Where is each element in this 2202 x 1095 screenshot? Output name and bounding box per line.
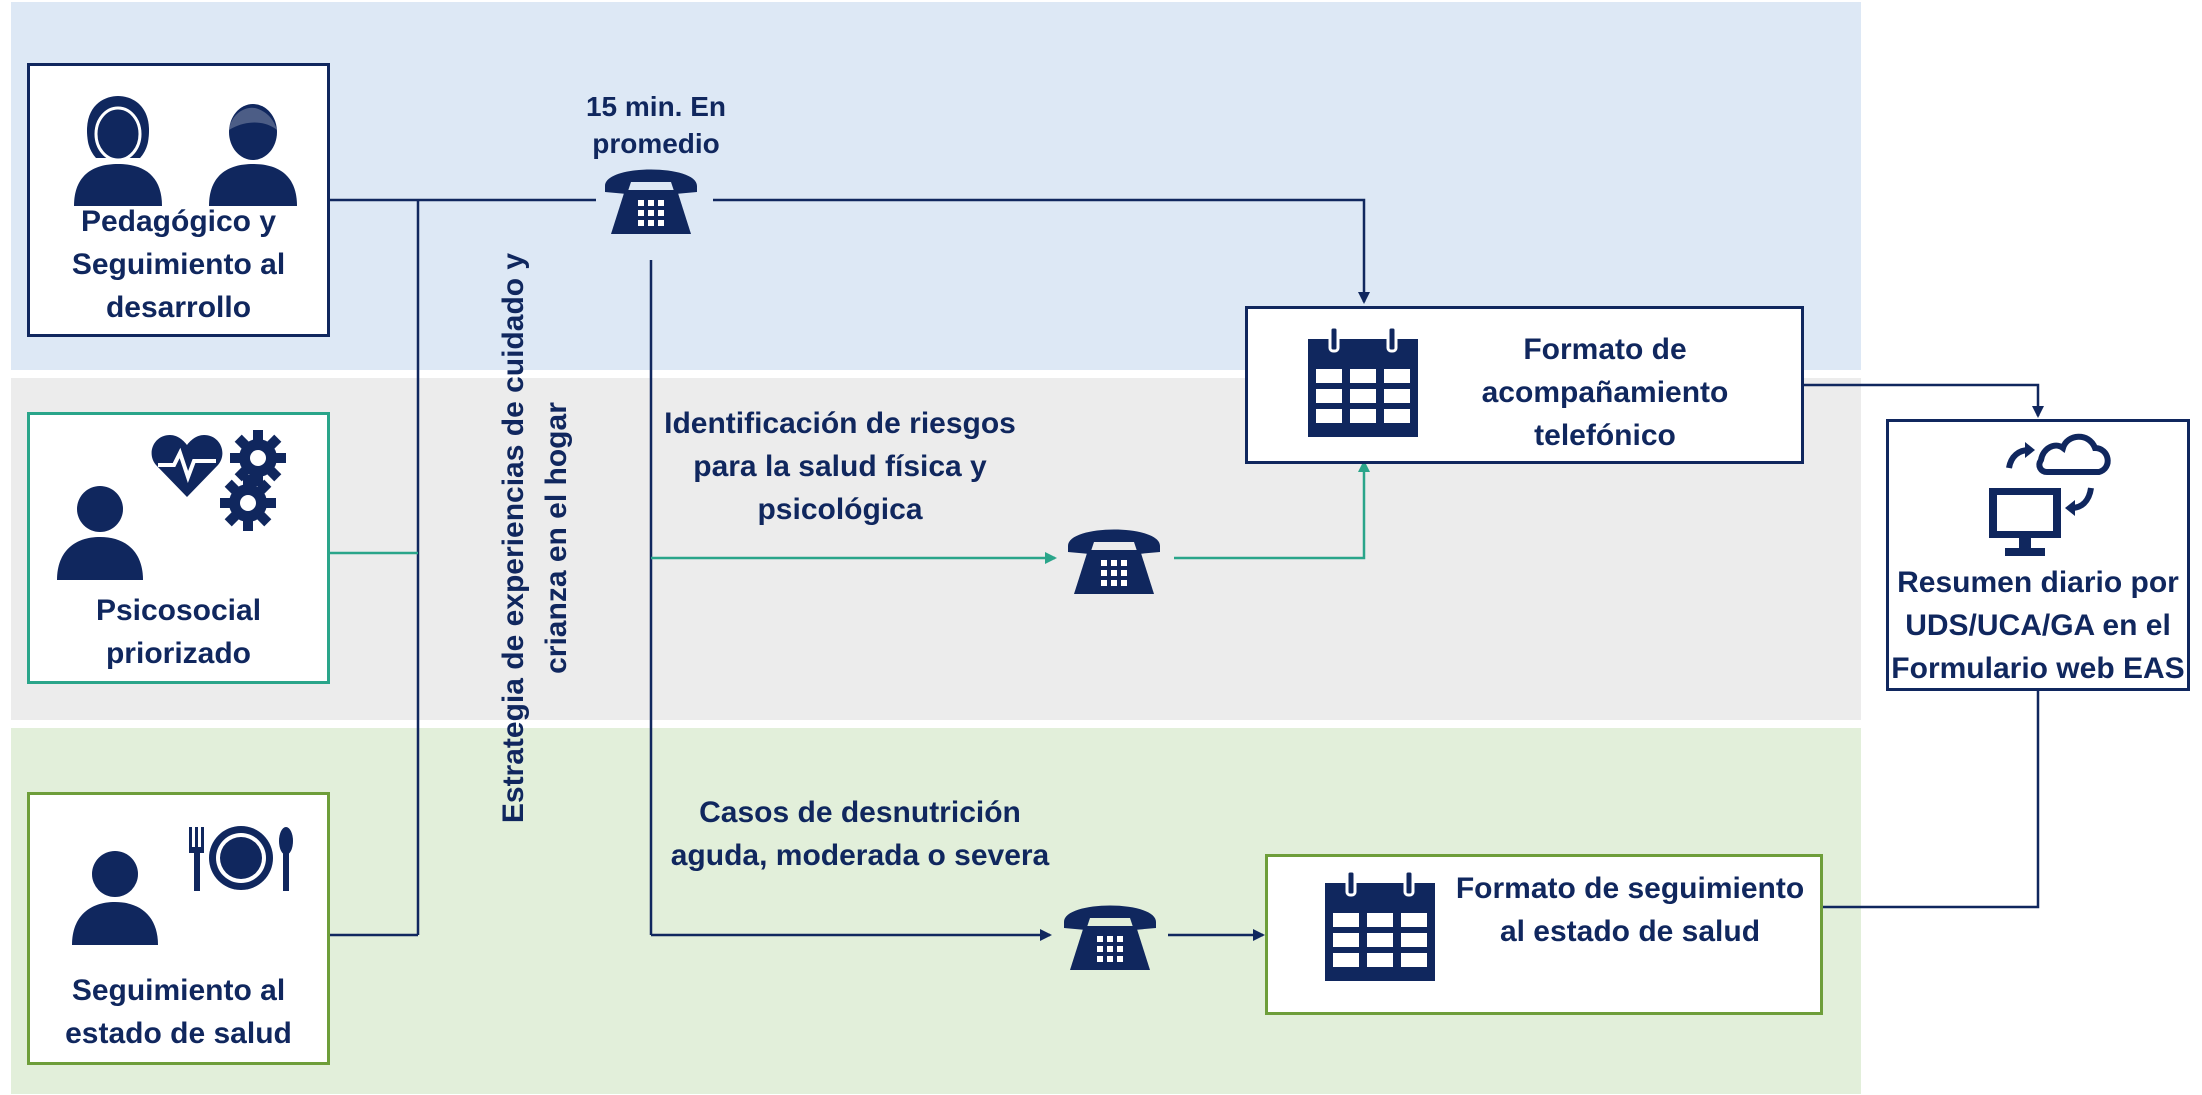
role-box-salud (27, 792, 330, 1065)
line-seguimiento-summary (1823, 658, 2044, 909)
branch-label-desnutricion: Casos de desnutrición aguda, moderada o … (670, 796, 1050, 872)
format-box-seguimiento (1265, 854, 1823, 1015)
gear-icon (230, 430, 286, 486)
strategy-label: Estrategia de experiencias de cuidado y … (497, 252, 573, 824)
role-box-pedagogico (27, 63, 330, 337)
role-label-salud: Seguimiento al estado de salud (65, 974, 292, 1050)
format-label-acompanamiento: Formato de acompañamiento telefónico (1481, 333, 1729, 452)
call-duration-label: 15 min. En promedio (585, 91, 727, 159)
woman-icon (74, 96, 162, 206)
summary-label: Resumen diario por UDS/UCA/GA en el Form… (1891, 566, 2185, 685)
telephone-icon (1068, 529, 1160, 594)
role-label-psicosocial: Psicosocial priorizado (95, 594, 262, 670)
plate-cutlery-icon (189, 826, 293, 891)
man-icon (209, 104, 297, 206)
format-box-acompanamiento (1245, 306, 1804, 464)
branch-label-riesgos: Identificación de riesgos para la salud … (664, 407, 1016, 526)
gear-icon (220, 475, 276, 531)
person-icon (72, 851, 158, 945)
calendar-icon (1308, 327, 1418, 437)
person-icon (57, 486, 143, 580)
role-box-psicosocial (27, 412, 330, 684)
telephone-icon (1064, 905, 1156, 970)
calendar-icon (1325, 871, 1435, 981)
telephone-icon (605, 169, 697, 234)
line-riesgos-format (1174, 460, 1370, 560)
cloud-sync-computer-icon (1989, 433, 2111, 556)
line-acompanamiento-summary (1804, 383, 2044, 418)
heart-pulse-icon (151, 435, 223, 497)
role-label-pedagogico: Pedagógico y Seguimiento al desarrollo (71, 205, 286, 324)
format-label-seguimiento: Formato de seguimiento al estado de salu… (1455, 872, 1805, 948)
summary-box (1886, 419, 2190, 691)
line-phone-acompanamiento (713, 198, 1370, 304)
